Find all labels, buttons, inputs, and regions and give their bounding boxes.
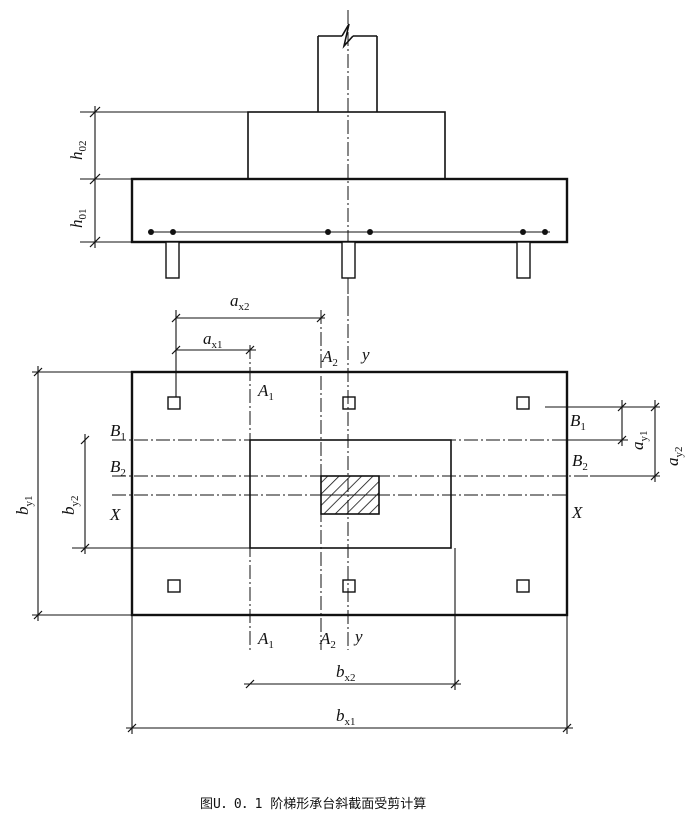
label-A1-top: A1 — [257, 381, 274, 403]
label-B2-right: B2 — [572, 451, 588, 473]
label-y-top: y — [360, 345, 370, 364]
label-by1: by1 — [13, 496, 35, 516]
plan-view — [32, 280, 660, 734]
label-ay1: ay1 — [628, 431, 650, 451]
b-x-dimensions — [126, 548, 573, 734]
label-X-right: X — [571, 503, 583, 522]
figure-caption: 图U．0．1 阶梯形承台斜截面受剪计算 — [200, 796, 426, 812]
label-B1-left: B1 — [110, 421, 126, 443]
label-A1-bottom: A1 — [257, 629, 274, 651]
a-x-dimensions — [171, 310, 326, 397]
label-ay2: ay2 — [663, 447, 685, 467]
label-A2-bottom: A2 — [319, 629, 336, 651]
label-B1-right: B1 — [570, 411, 586, 433]
a-y-dimensions — [545, 400, 660, 482]
label-by2: by2 — [59, 496, 81, 516]
label-y-bottom: y — [353, 627, 363, 646]
label-B2-left: B2 — [110, 457, 126, 479]
elevation-view — [80, 10, 569, 305]
label-X-left: X — [109, 505, 121, 524]
piles-plan — [167, 396, 530, 593]
label-bx2: bx2 — [336, 662, 356, 684]
label-A2-top: A2 — [321, 347, 338, 369]
label-ax1: ax1 — [203, 329, 223, 351]
label-bx1: bx1 — [336, 706, 356, 728]
label-ax2: ax2 — [230, 291, 250, 313]
piles-elevation — [165, 241, 531, 279]
height-dimensions — [80, 106, 248, 248]
label-h01: h01 — [67, 209, 89, 229]
column — [317, 23, 378, 112]
lower-step-outline — [130, 370, 569, 617]
b-y-dimensions — [32, 366, 250, 621]
label-h02: h02 — [67, 141, 89, 161]
upper-step — [247, 111, 446, 180]
